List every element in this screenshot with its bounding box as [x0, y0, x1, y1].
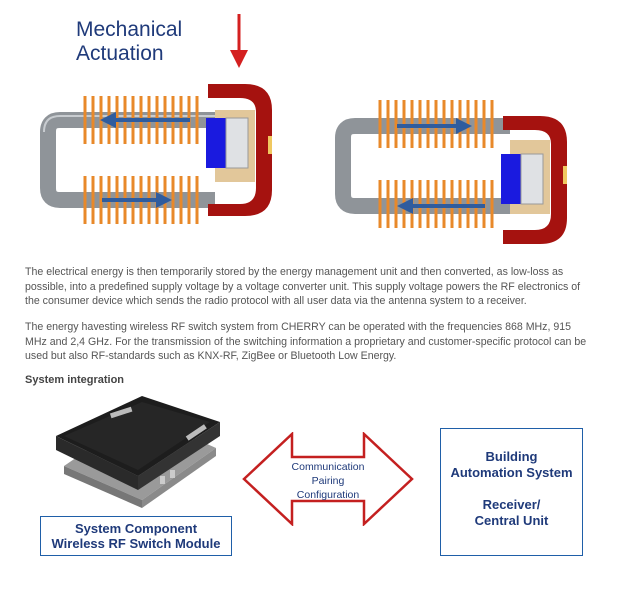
module-line-2: Wireless RF Switch Module [51, 536, 221, 551]
section-heading: System integration [25, 374, 125, 386]
arrow-label-configuration: Configuration [296, 489, 360, 501]
arrow-label-communication: Communication [291, 461, 365, 473]
heading-line-2: Actuation [76, 42, 164, 65]
generator-right-illustration [335, 100, 567, 244]
receiver-line-3: Receiver/ [482, 497, 541, 512]
heading-line-1: Mechanical [76, 18, 183, 41]
receiver-line-4: Central Unit [474, 513, 549, 528]
paragraph-energy-storage: The electrical energy is then temporaril… [25, 266, 581, 308]
receiver-line-2: Automation System [450, 465, 573, 480]
generator-left-illustration [40, 84, 272, 224]
double-arrow-icon [242, 432, 414, 526]
receiver-line-1: Building [485, 449, 538, 464]
module-line-1: System Component [74, 521, 198, 536]
paragraph-frequencies: The energy havesting wireless RF switch … [25, 321, 587, 363]
actuation-arrow-icon [230, 14, 248, 68]
receiver-box: Building Automation System Receiver/ Cen… [440, 428, 583, 556]
arrow-label-pairing: Pairing [311, 475, 345, 487]
module-label-box: System Component Wireless RF Switch Modu… [40, 516, 232, 556]
rf-switch-module-illustration [56, 396, 220, 508]
arrow-label: Communication Pairing Configuration [272, 460, 384, 502]
diagram-heading: Mechanical Actuation [76, 18, 182, 66]
